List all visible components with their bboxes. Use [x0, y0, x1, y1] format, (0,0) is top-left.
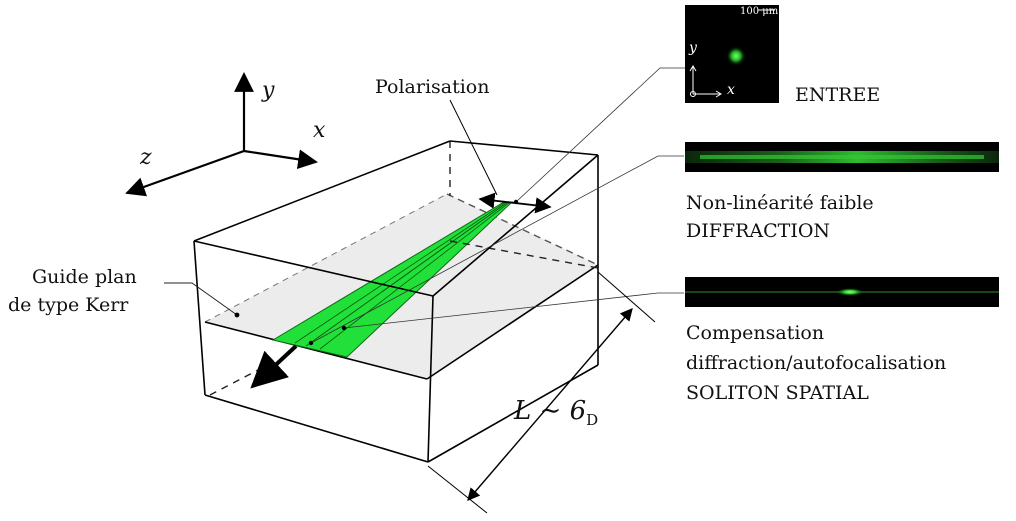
guide-leader-dot [234, 312, 240, 318]
axes-glyph [125, 72, 318, 197]
soliton-line3: SOLITON SPATIAL [686, 382, 869, 404]
guide-leader [164, 282, 238, 316]
soliton-line2: diffraction/autofocalisation [686, 352, 947, 374]
leader-entree [515, 67, 686, 203]
leader-diffraction [310, 155, 684, 344]
guide-label-line2: de type Kerr [8, 294, 129, 316]
entree-axes [689, 65, 722, 98]
length-label: L ∼ 6LD [514, 396, 599, 430]
propagation-arrow [250, 344, 298, 389]
x-axis-arrow [243, 149, 318, 170]
plane-front-edge [204, 321, 428, 380]
diffraction-line2: DIFFRACTION [686, 220, 831, 242]
axis-label-y: y [262, 78, 275, 103]
entree-label: ENTREE [795, 84, 881, 106]
soliton-line1: Compensation [686, 322, 825, 344]
leader-soliton-dot [341, 325, 347, 331]
plane-right-edge [446, 193, 599, 266]
diffraction-line1: Non-linéarité faible [686, 192, 874, 214]
box-edges [193, 140, 599, 463]
polarisation-label: Polarisation [375, 76, 490, 98]
plane-back-edge [204, 193, 448, 323]
beam-line-a [294, 201, 507, 344]
leader-soliton [343, 292, 684, 329]
z-axis-arrow [125, 149, 245, 197]
box-hidden-edges [209, 141, 599, 396]
beam-line-b [319, 201, 511, 350]
leader-diffraction-dot [308, 340, 314, 346]
beam-axis [305, 201, 509, 347]
entree-spot [726, 46, 746, 66]
polarisation-leader [449, 99, 498, 196]
entree-axis-y: y [689, 40, 697, 56]
entree-axis-x: x [727, 82, 735, 98]
leader-entree-dot [513, 199, 519, 205]
soliton-spot [836, 288, 864, 296]
guide-label-line1: Guide plan [32, 266, 137, 288]
axis-label-z: z [140, 145, 152, 170]
entree-scale: 100 μm [740, 6, 779, 17]
length-dimension [427, 271, 656, 514]
length-arrow [467, 308, 633, 501]
axis-label-x: x [313, 118, 326, 143]
